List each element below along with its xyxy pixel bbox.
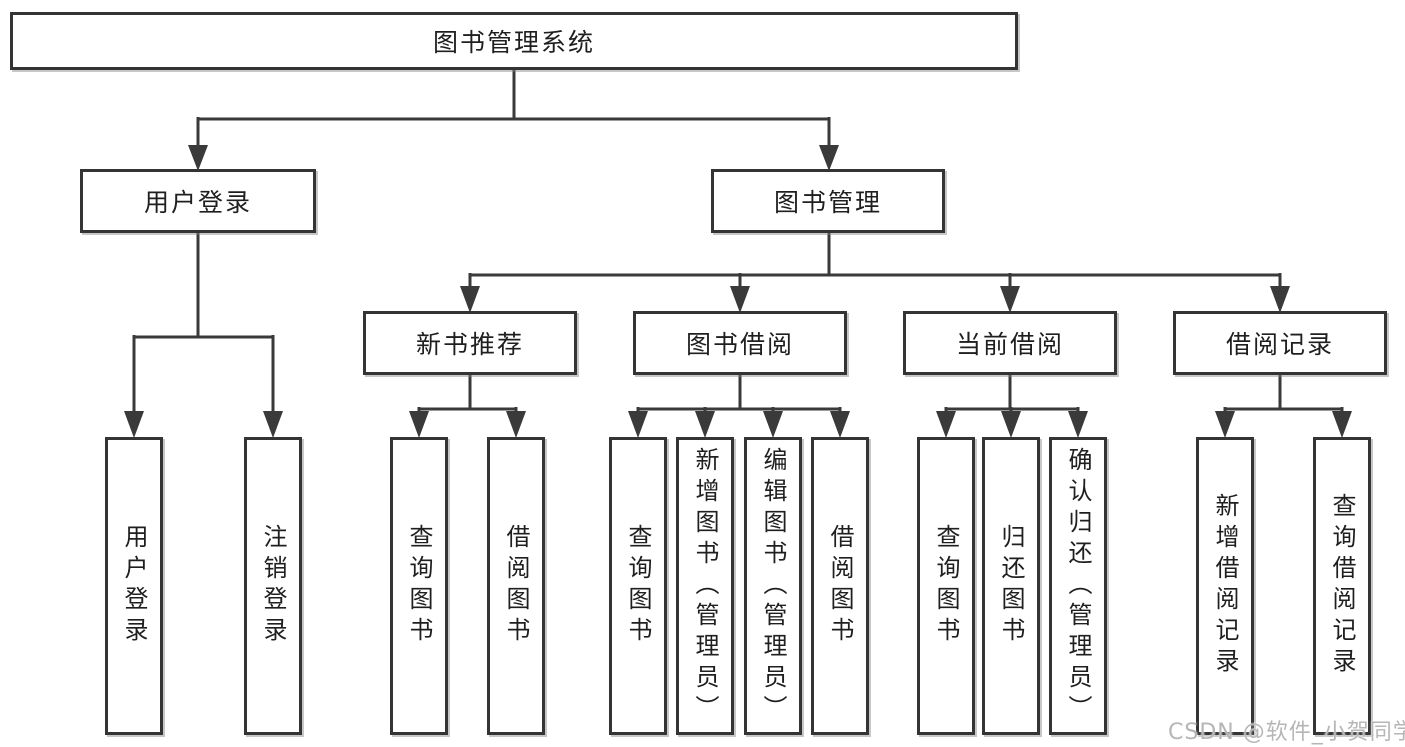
node-label: 注销登录 xyxy=(259,524,287,648)
node-label: 当前借阅 xyxy=(955,330,1064,359)
leaf-return-books: 归还图书 xyxy=(982,437,1040,735)
node-label: 图书管理系统 xyxy=(432,28,595,57)
connector-book-management-branch xyxy=(460,233,1290,313)
leaf-edit-books-admin: 编辑图书（管理员） xyxy=(744,437,802,735)
csdn-watermark: CSDN @软件_小贺同学 xyxy=(1168,720,1405,745)
leaf-add-books-admin: 新增图书（管理员） xyxy=(676,437,734,735)
node-label: 归还图书 xyxy=(997,524,1025,648)
leaf-user-login: 用户登录 xyxy=(105,437,163,735)
node-current-borrowing: 当前借阅 xyxy=(903,311,1117,375)
leaf-query-books-2: 查询图书 xyxy=(609,437,667,735)
connector-root-to-level2 xyxy=(188,69,839,171)
node-book-management: 图书管理 xyxy=(711,169,945,233)
connector-borrow-record-branch xyxy=(1215,375,1352,438)
node-label: 图书管理 xyxy=(773,188,882,217)
node-label: 查询借阅记录 xyxy=(1328,493,1356,679)
node-user-login: 用户登录 xyxy=(80,169,316,233)
node-label: 查询图书 xyxy=(932,524,960,648)
node-label: 查询图书 xyxy=(405,524,433,648)
node-label: 查询图书 xyxy=(624,524,652,648)
connector-user-login-branch xyxy=(124,233,283,438)
node-book-borrowing: 图书借阅 xyxy=(633,311,847,375)
leaf-query-books-3: 查询图书 xyxy=(917,437,975,735)
connector-book-borrow-branch xyxy=(628,375,850,438)
node-label: 新增借阅记录 xyxy=(1211,493,1239,679)
node-label: 编辑图书（管理员） xyxy=(759,446,787,726)
leaf-add-borrow-record: 新增借阅记录 xyxy=(1196,437,1254,735)
node-label: 借阅图书 xyxy=(502,524,530,648)
leaf-confirm-return-admin: 确认归还（管理员） xyxy=(1049,437,1107,735)
node-label: 新书推荐 xyxy=(415,330,524,359)
leaf-logout: 注销登录 xyxy=(244,437,302,735)
node-label: 用户登录 xyxy=(143,188,252,217)
connector-current-borrow-branch xyxy=(936,375,1088,438)
node-root-library-management-system: 图书管理系统 xyxy=(10,12,1018,70)
node-label: 用户登录 xyxy=(120,524,148,648)
node-new-book-recommendation: 新书推荐 xyxy=(363,311,577,375)
node-label: 借阅图书 xyxy=(826,524,854,648)
node-label: 新增图书（管理员） xyxy=(691,446,719,726)
leaf-borrow-books-1: 借阅图书 xyxy=(487,437,545,735)
node-borrowing-records: 借阅记录 xyxy=(1173,311,1387,375)
leaf-query-books-1: 查询图书 xyxy=(390,437,448,735)
node-label: 借阅记录 xyxy=(1225,330,1334,359)
leaf-borrow-books-2: 借阅图书 xyxy=(811,437,869,735)
node-label: 确认归还（管理员） xyxy=(1064,446,1092,726)
leaf-query-borrow-record: 查询借阅记录 xyxy=(1313,437,1371,735)
node-label: 图书借阅 xyxy=(685,330,794,359)
connector-new-book-branch xyxy=(409,375,526,438)
